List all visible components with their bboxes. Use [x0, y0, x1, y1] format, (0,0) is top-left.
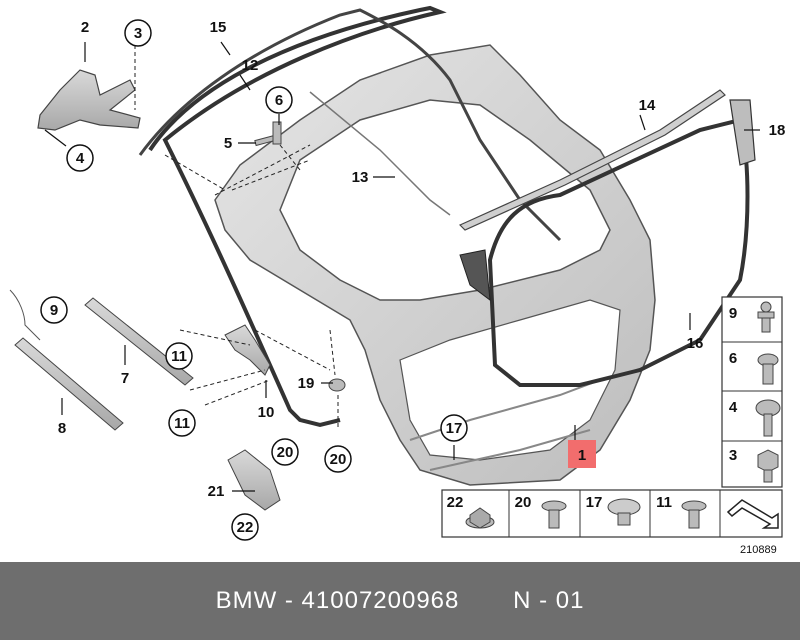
- callout-21: 21: [208, 483, 225, 500]
- callout-10: 10: [258, 404, 275, 421]
- callout-22: 22: [237, 519, 254, 536]
- callout-14: 14: [639, 97, 656, 114]
- callout-6: 6: [275, 92, 283, 109]
- bolt-6: [272, 121, 282, 145]
- callout-11b: 11: [174, 415, 190, 432]
- callout-16: 16: [687, 335, 704, 352]
- callout-7: 7: [121, 370, 129, 387]
- callout-19: 19: [298, 375, 315, 392]
- footer-brand: BMW: [215, 587, 278, 614]
- callout-11a: 11: [171, 348, 187, 365]
- arrow-icon: [726, 499, 779, 529]
- footer-part-number: 41007200968: [301, 587, 460, 614]
- corner-piece: [459, 249, 491, 302]
- parts-diagram: 2 3 4 5 6 7 8 9 10 11 11 12 13 14 15 16 …: [9, 5, 786, 556]
- bottom-legend-20: 20: [515, 494, 532, 511]
- strip-14: [458, 89, 726, 231]
- seal-12: [138, 8, 562, 242]
- callout-1: 1: [578, 447, 586, 464]
- footer-separator: -: [277, 587, 302, 614]
- nut-icon-22: [465, 507, 495, 529]
- callout-5: 5: [224, 135, 232, 152]
- screw-icon-6: [757, 353, 779, 385]
- bottom-legend-11: 11: [656, 494, 672, 511]
- screw-icon-11: [681, 500, 707, 529]
- leader-lines: [44, 41, 760, 492]
- footer-bar: BMW - 41007200968 N - 01: [0, 562, 800, 640]
- callout-2: 2: [81, 19, 89, 36]
- side-legend-9: 9: [729, 305, 737, 322]
- callout-8: 8: [58, 420, 66, 437]
- bottom-legend-22: 22: [447, 494, 464, 511]
- bottom-legend: 22 20 17 11: [441, 489, 783, 538]
- guide-lines: [134, 45, 339, 430]
- side-legend-3: 3: [729, 447, 737, 464]
- screw-icon-4: [755, 399, 781, 437]
- callout-15: 15: [210, 19, 227, 36]
- bracket-10: [224, 324, 271, 376]
- callout-3: 3: [134, 25, 142, 42]
- callout-20b: 20: [277, 444, 294, 461]
- buffer-19: [328, 378, 346, 392]
- strip-13: [309, 91, 451, 216]
- callout-circles: [40, 19, 468, 541]
- hinge-2: [37, 69, 141, 131]
- side-legend-6: 6: [729, 350, 737, 367]
- screw-icon-9: [757, 301, 775, 333]
- screw-icon-20: [541, 500, 567, 529]
- callout-12: 12: [242, 57, 259, 74]
- gas-strut-8: [9, 289, 124, 431]
- callout-18: 18: [769, 122, 786, 139]
- callout-17: 17: [446, 420, 463, 437]
- bracket-18: [729, 99, 756, 166]
- bottom-legend-17: 17: [586, 494, 603, 511]
- footer-page: N - 01: [513, 587, 585, 614]
- seal-15: [148, 5, 447, 428]
- footer-spacer: [459, 587, 513, 615]
- callout-13: 13: [352, 169, 369, 186]
- bolt-icon-3: [757, 449, 779, 483]
- part-21: [227, 449, 281, 511]
- callout-9: 9: [50, 302, 58, 319]
- callout-20a: 20: [330, 451, 347, 468]
- side-legend-4: 4: [729, 399, 738, 416]
- callout-4: 4: [76, 150, 85, 167]
- part-1-highlight: [568, 440, 596, 468]
- gas-strut-7: [84, 297, 194, 386]
- side-legend: 9 6 4 3: [721, 296, 783, 488]
- clip-icon-17: [607, 498, 641, 526]
- drawing-number: 210889: [740, 544, 777, 556]
